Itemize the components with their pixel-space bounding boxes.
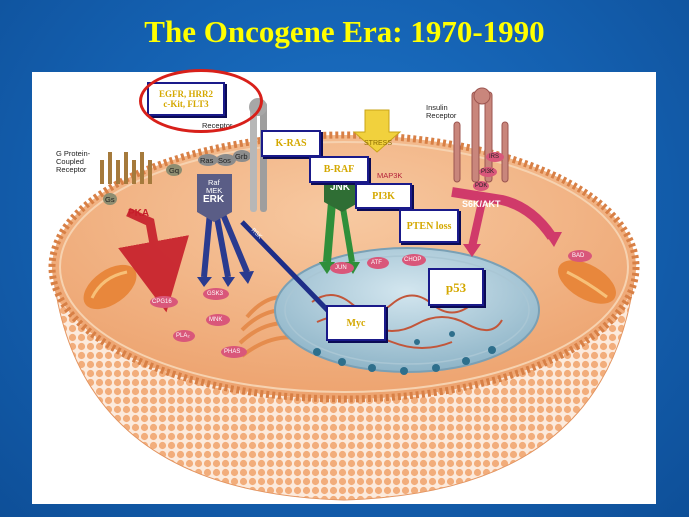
stress-label: STRESS bbox=[364, 140, 393, 147]
pten-callout-text: PTEN loss bbox=[406, 220, 452, 232]
s6k-akt-label: S6K/AKT bbox=[462, 199, 501, 209]
braf-callout-text: B-RAF bbox=[323, 164, 355, 175]
pka-label: PKA bbox=[128, 208, 150, 219]
gpcr-receptor bbox=[100, 152, 152, 184]
kras-callout-text: K-RAS bbox=[275, 138, 307, 149]
cell-illustration bbox=[48, 87, 640, 501]
mnk-label: MNK bbox=[209, 317, 223, 323]
pi3k-callout-text: PI3K bbox=[372, 190, 395, 202]
pten-callout: PTEN loss bbox=[399, 209, 459, 243]
chop-label: CHOP bbox=[404, 257, 422, 263]
ras-label: Ras bbox=[200, 156, 214, 165]
braf-callout: B-RAF bbox=[309, 156, 369, 183]
raf-label: Raf bbox=[208, 178, 220, 187]
p53-callout-text: p53 bbox=[445, 279, 467, 295]
erk-arrows bbox=[201, 210, 250, 278]
irs-label: IRS bbox=[489, 154, 500, 160]
erk-label: ERK bbox=[203, 194, 225, 205]
jun-label: JUN bbox=[335, 265, 347, 271]
phas-label: PHAS bbox=[224, 349, 241, 355]
pi3k-callout: PI3K bbox=[355, 183, 412, 209]
atf-label: ATF bbox=[371, 260, 382, 266]
gs-label: Gs bbox=[105, 195, 115, 204]
akt-arrow bbox=[451, 187, 557, 240]
bad-label: BAD bbox=[572, 253, 585, 259]
pi3k-small-label: PI3K bbox=[481, 169, 495, 175]
mek-label: MEK bbox=[206, 186, 223, 195]
pka-arrow bbox=[118, 207, 189, 313]
cell-diagram-panel: G Protein- Coupled Receptor Insulin Rece… bbox=[32, 69, 656, 504]
grb-label: Grb bbox=[235, 152, 248, 161]
map3k-label: MAP3K bbox=[377, 171, 403, 180]
myc-callout-text: Myc bbox=[346, 317, 366, 329]
kras-callout: K-RAS bbox=[261, 130, 321, 157]
highlight-circle bbox=[139, 69, 263, 133]
jnk-arrow bbox=[323, 201, 336, 263]
p53-callout: p53 bbox=[428, 268, 484, 306]
gsk3-label: GSK3 bbox=[207, 291, 224, 297]
insulin-receptor-shape bbox=[453, 87, 509, 183]
cpg16-label: CPG16 bbox=[152, 299, 172, 305]
slide-title: The Oncogene Era: 1970-1990 bbox=[144, 14, 545, 49]
stress-arrow bbox=[352, 109, 402, 153]
jnk-label: JNK bbox=[330, 182, 351, 193]
pdk-label: PDK bbox=[475, 183, 488, 189]
insulin-receptor-label: Insulin Receptor bbox=[426, 103, 457, 120]
sos-label: Sos bbox=[218, 156, 231, 165]
nuclear-pores bbox=[313, 331, 496, 375]
cell-membrane bbox=[48, 131, 640, 403]
gpcr-label: G Protein- Coupled Receptor bbox=[56, 149, 91, 174]
mitochondrion-right bbox=[558, 260, 616, 304]
gq-label: Gq bbox=[169, 166, 180, 175]
myc-callout: Myc bbox=[326, 305, 386, 341]
rsk-arrow bbox=[240, 220, 339, 322]
pla2-label: PLA₂ bbox=[176, 333, 190, 339]
